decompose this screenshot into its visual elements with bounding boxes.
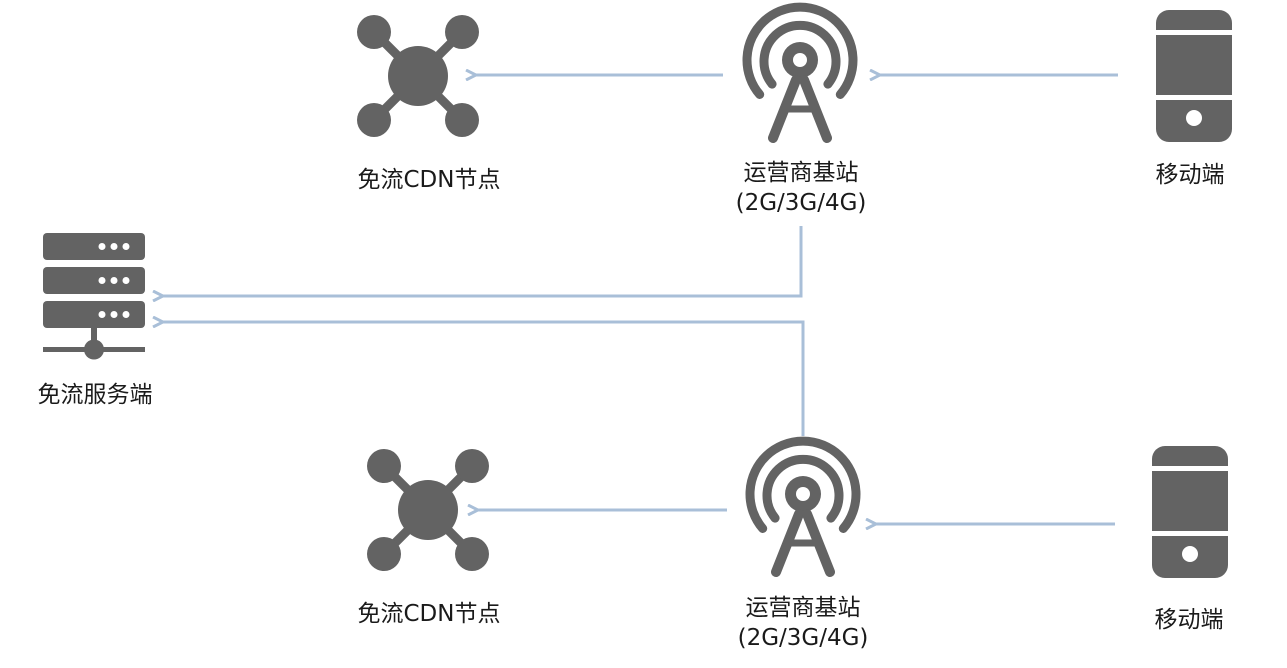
top-cdn-label: 免流CDN节点: [358, 167, 501, 193]
server-label: 免流服务端: [38, 382, 153, 408]
bottom-tower-label: 运营商基站: [746, 595, 861, 621]
bottom-mobile-label: 移动端: [1155, 607, 1224, 633]
cell-tower-icon: [750, 441, 856, 572]
top-tower-label: 运营商基站: [744, 160, 859, 186]
cdn-node-icon: [367, 449, 489, 571]
mobile-phone-icon: [1152, 446, 1228, 578]
bottom-cdn-label: 免流CDN节点: [358, 601, 501, 627]
top-mobile-label: 移动端: [1156, 162, 1225, 188]
cell-tower-icon: [747, 7, 853, 138]
mobile-phone-icon: [1156, 10, 1232, 142]
cdn-node-icon: [357, 15, 479, 137]
top-tower-sublabel: (2G/3G/4G): [736, 190, 867, 216]
arrow-top-tower-to-server: [163, 226, 803, 296]
arrow-bottom-tower-to-server: [163, 322, 805, 436]
server-icon: [43, 233, 145, 360]
bottom-tower-sublabel: (2G/3G/4G): [738, 625, 869, 651]
